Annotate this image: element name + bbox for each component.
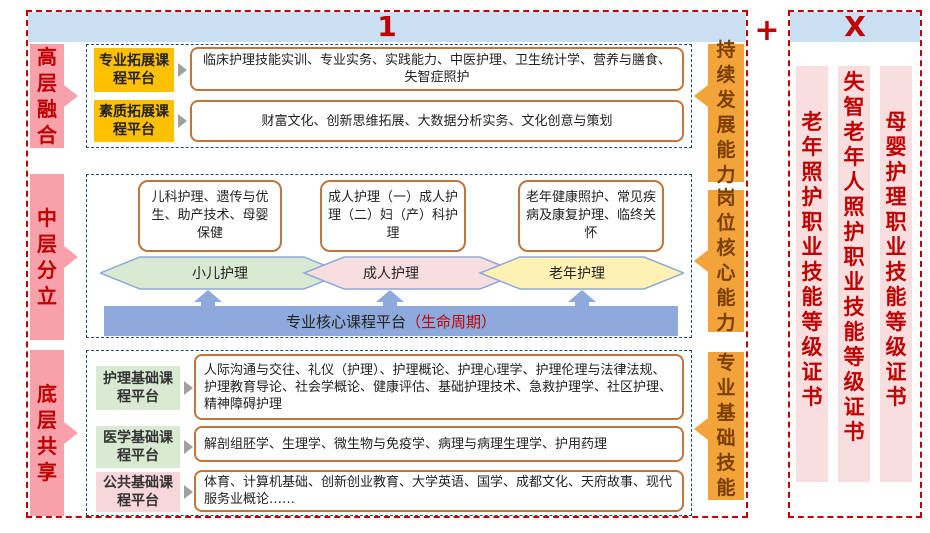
layer-middle-arrow	[64, 246, 78, 268]
ability-label-top: 持续发展能力	[708, 39, 744, 186]
platform-professional-extension: 专业拓展课程平台	[94, 48, 174, 92]
layer-top-arrow	[64, 85, 78, 107]
platform-arrow	[178, 114, 187, 128]
ability-label-middle: 岗位核心能力	[708, 187, 744, 334]
certificate-maternal-infant-care: 母婴护理职业技能等级证书	[880, 66, 912, 482]
platform-arrow	[184, 381, 193, 395]
core-course-platform: 专业核心课程平台（生命周期）	[104, 306, 678, 336]
diamond-elderly	[477, 256, 684, 290]
left-header-number: 1	[377, 10, 397, 43]
pediatric-courses-box: 儿科护理、遗传与优生、助产技术、母婴保健	[138, 180, 282, 252]
bottom-layer-box	[86, 350, 692, 516]
adult-courses-box: 成人护理（一）成人护理（二）妇（产）科护理	[320, 180, 466, 252]
left-header-bar: 1	[28, 12, 746, 42]
track-pediatric: 小儿护理	[192, 266, 248, 282]
platform-medical-basics: 医学基础课程平台	[96, 426, 180, 468]
up-arrow-stem	[575, 302, 589, 308]
platform-arrow	[184, 440, 193, 454]
middle-layer-box	[86, 174, 692, 338]
platform-professional-extension-content: 临床护理技能实训、专业实务、实践能力、中医护理、卫生统计学、营养与膳食、失智症照…	[190, 47, 684, 91]
certificate-dementia-elderly-care: 失智老年人照护职业技能等级证书	[838, 66, 870, 482]
core-platform-note: （生命周期）	[406, 312, 497, 331]
certificate-elderly-care: 老年照护职业技能等级证书	[796, 66, 828, 482]
elderly-courses-box: 老年健康照护、常见疾病及康复护理、临终关怀	[518, 180, 664, 252]
up-arrow-head	[376, 290, 404, 302]
platform-quality-extension: 素质拓展课程平台	[94, 100, 174, 142]
right-header-symbol: X	[844, 10, 866, 43]
track-elderly: 老年护理	[549, 266, 605, 282]
ability-bottom-arrow	[694, 418, 708, 440]
left-section-frame	[26, 10, 748, 518]
life-cycle-diamonds	[100, 256, 684, 290]
right-header-bar: X	[790, 12, 920, 42]
platform-quality-extension-content: 财富文化、创新思维拓展、大数据分析实务、文化创意与策划	[190, 100, 684, 142]
up-arrow-head	[194, 290, 222, 302]
platform-medical-basics-content: 解剖组胚学、生理学、微生物与免疫学、病理与病理生理学、护用药理	[194, 426, 684, 462]
platform-public-basics: 公共基础课程平台	[96, 472, 180, 512]
ability-label-bottom: 专业基础技能	[708, 352, 744, 500]
up-arrow-stem	[383, 302, 397, 308]
platform-nursing-basics-content: 人际沟通与交往、礼仪（护理）、护理概论、护理心理学、护理伦理与法律法规、护理教育…	[194, 354, 684, 420]
platform-arrow	[178, 63, 187, 77]
right-section-frame	[788, 10, 922, 518]
layer-bottom-arrow	[64, 422, 78, 444]
layer-label-top: 高层融合	[30, 44, 64, 148]
top-layer-box	[86, 44, 692, 148]
platform-public-basics-content: 体育、计算机基础、创新创业教育、大学英语、国学、成都文化、天府故事、现代服务业概…	[194, 470, 684, 512]
layer-label-middle: 中层分立	[30, 174, 64, 340]
ability-middle-arrow	[694, 250, 708, 272]
track-adult: 成人护理	[363, 266, 419, 282]
plus-sign: +	[754, 13, 780, 48]
up-arrow-head	[568, 290, 596, 302]
up-arrow-stem	[201, 302, 215, 308]
layer-label-bottom: 底层共享	[30, 350, 64, 516]
ability-top-arrow	[694, 85, 708, 107]
platform-nursing-basics: 护理基础课程平台	[96, 366, 180, 410]
platform-arrow	[184, 485, 193, 499]
